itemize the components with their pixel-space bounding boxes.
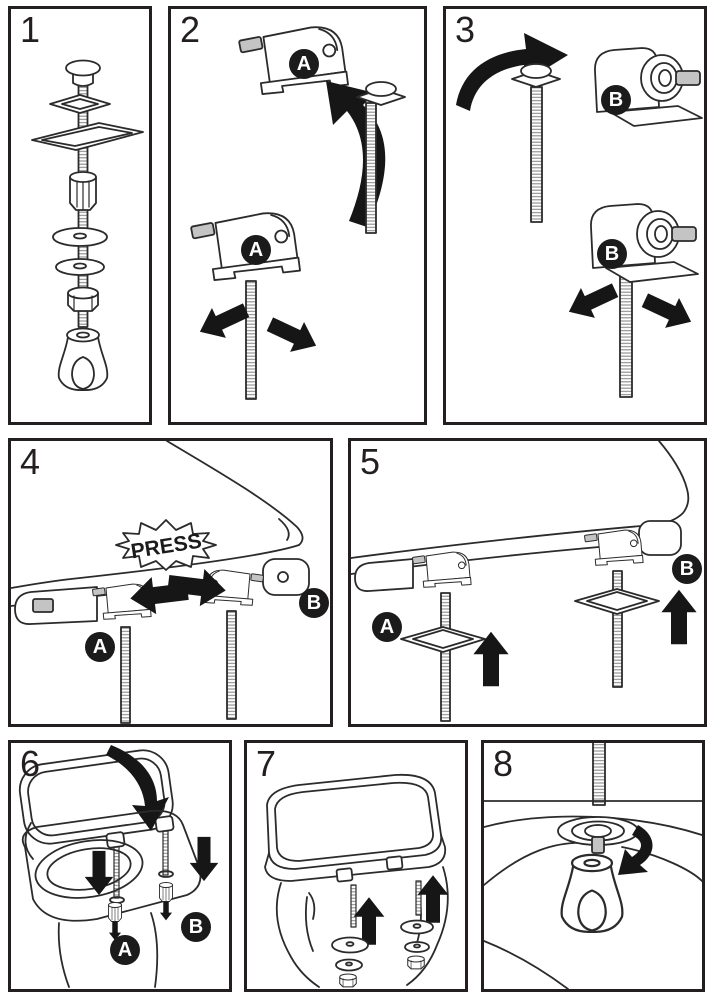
expansion-sleeve-icon xyxy=(69,171,97,211)
up-arrow-icon xyxy=(659,588,699,646)
slide-plates-illustration xyxy=(351,441,699,722)
threaded-rod-icon xyxy=(440,592,451,722)
panel-step-3: 3 B B xyxy=(443,6,707,425)
step-number: 2 xyxy=(180,9,201,50)
mounting-plate-icon xyxy=(574,588,660,615)
threaded-rods-icon xyxy=(350,880,422,928)
hinge-b-assembly-illustration xyxy=(456,33,703,398)
part-label-b-badge: B xyxy=(299,588,329,618)
hinge-front-icon xyxy=(189,210,302,400)
part-label-a-badge: A xyxy=(289,49,319,79)
hinge-bracket-b-icon xyxy=(204,569,265,720)
seat-end-cap-icon xyxy=(14,586,98,625)
slide-right-arrow-icon xyxy=(636,283,700,339)
hinge-bracket-b-icon xyxy=(574,529,660,688)
flat-washer-icon xyxy=(331,936,369,972)
part-label-a-badge: A xyxy=(372,612,402,642)
part-label-b-badge: B xyxy=(181,912,211,942)
panel-step-7: 7 xyxy=(244,740,468,992)
part-label-b-badge: B xyxy=(672,554,702,584)
expansion-sleeve-icon xyxy=(108,902,122,922)
threaded-rod-icon xyxy=(245,280,257,400)
threaded-rod-icon xyxy=(592,743,606,806)
slide-right-arrow-icon xyxy=(261,307,325,363)
part-label-b-badge: B xyxy=(601,85,631,115)
threaded-rod-icon xyxy=(619,270,633,398)
step-number: 1 xyxy=(20,9,41,50)
expansion-sleeve-icon xyxy=(159,882,173,902)
panel-step-8: 8 xyxy=(481,740,705,992)
hex-nut-icon xyxy=(407,955,425,970)
tighten-wing-nut-illustration xyxy=(484,743,702,989)
step-number: 5 xyxy=(360,441,381,482)
step-number: 8 xyxy=(493,743,514,784)
up-arrow-icon xyxy=(416,873,450,925)
threaded-rod-icon xyxy=(226,610,237,720)
curved-down-arrow-icon xyxy=(106,745,169,831)
press-hinges-illustration: PRESS xyxy=(11,441,310,724)
hinge-side-icon xyxy=(590,203,699,398)
fit-nuts-illustration xyxy=(264,773,450,988)
down-arrow-icon xyxy=(188,835,220,883)
dome-bolt-icon xyxy=(511,63,561,223)
washer-stack-icon xyxy=(557,816,639,854)
slide-left-arrow-icon xyxy=(191,293,255,349)
wing-nut-icon xyxy=(57,327,109,391)
seat-socket-b-icon xyxy=(262,558,310,596)
seat-end-cap-icon xyxy=(354,558,414,592)
hinge-bracket-a-icon xyxy=(91,583,152,724)
hinge-a-assembly-illustration xyxy=(189,24,406,400)
small-down-arrow-icon xyxy=(159,901,173,921)
part-label-b-badge: B xyxy=(597,239,627,269)
panel-step-5: 5 xyxy=(348,438,707,727)
flat-washer-icon xyxy=(400,919,434,953)
panel-step-1: 1 xyxy=(8,6,152,425)
step-number: 7 xyxy=(256,743,277,784)
step-number: 3 xyxy=(455,9,476,50)
flat-washer-icon xyxy=(52,227,108,247)
panel-step-2: 2 A A xyxy=(168,6,427,425)
lid-hinge-clips-icon xyxy=(335,855,404,883)
mounting-plate-icon xyxy=(31,122,144,151)
wing-nut-icon xyxy=(560,853,624,933)
hinge-bracket-a-icon xyxy=(400,551,486,722)
hex-nut-icon xyxy=(67,286,99,312)
rotate-arrow-icon xyxy=(618,825,653,875)
curved-arrow-icon xyxy=(456,33,568,111)
panel-step-4: 4 xyxy=(8,438,333,727)
step-number: 6 xyxy=(20,743,41,784)
threaded-rod-icon xyxy=(120,626,131,724)
part-label-a-badge: A xyxy=(85,632,115,662)
mounting-plate-icon xyxy=(400,626,486,653)
flat-washer-icon xyxy=(55,258,105,276)
dome-bolt-icon xyxy=(65,59,101,87)
part-label-a-badge: A xyxy=(110,935,140,965)
exploded-bolt-kit-illustration xyxy=(31,59,144,391)
dome-bolt-icon xyxy=(356,81,406,234)
seat-lid-icon xyxy=(264,773,447,882)
seat-socket-b-icon xyxy=(638,520,682,556)
slide-left-arrow-icon xyxy=(560,273,624,329)
panel-step-6: 6 xyxy=(8,740,232,992)
starburst-icon: PRESS xyxy=(115,519,217,571)
hex-nut-icon xyxy=(339,973,357,988)
square-washer-icon xyxy=(49,94,111,114)
lid-hinge-rods-icon xyxy=(105,815,175,899)
part-label-a-badge: A xyxy=(241,235,271,265)
lower-seat-illustration xyxy=(18,745,220,988)
step-number: 4 xyxy=(20,441,41,482)
threaded-rod-icon xyxy=(612,570,623,688)
